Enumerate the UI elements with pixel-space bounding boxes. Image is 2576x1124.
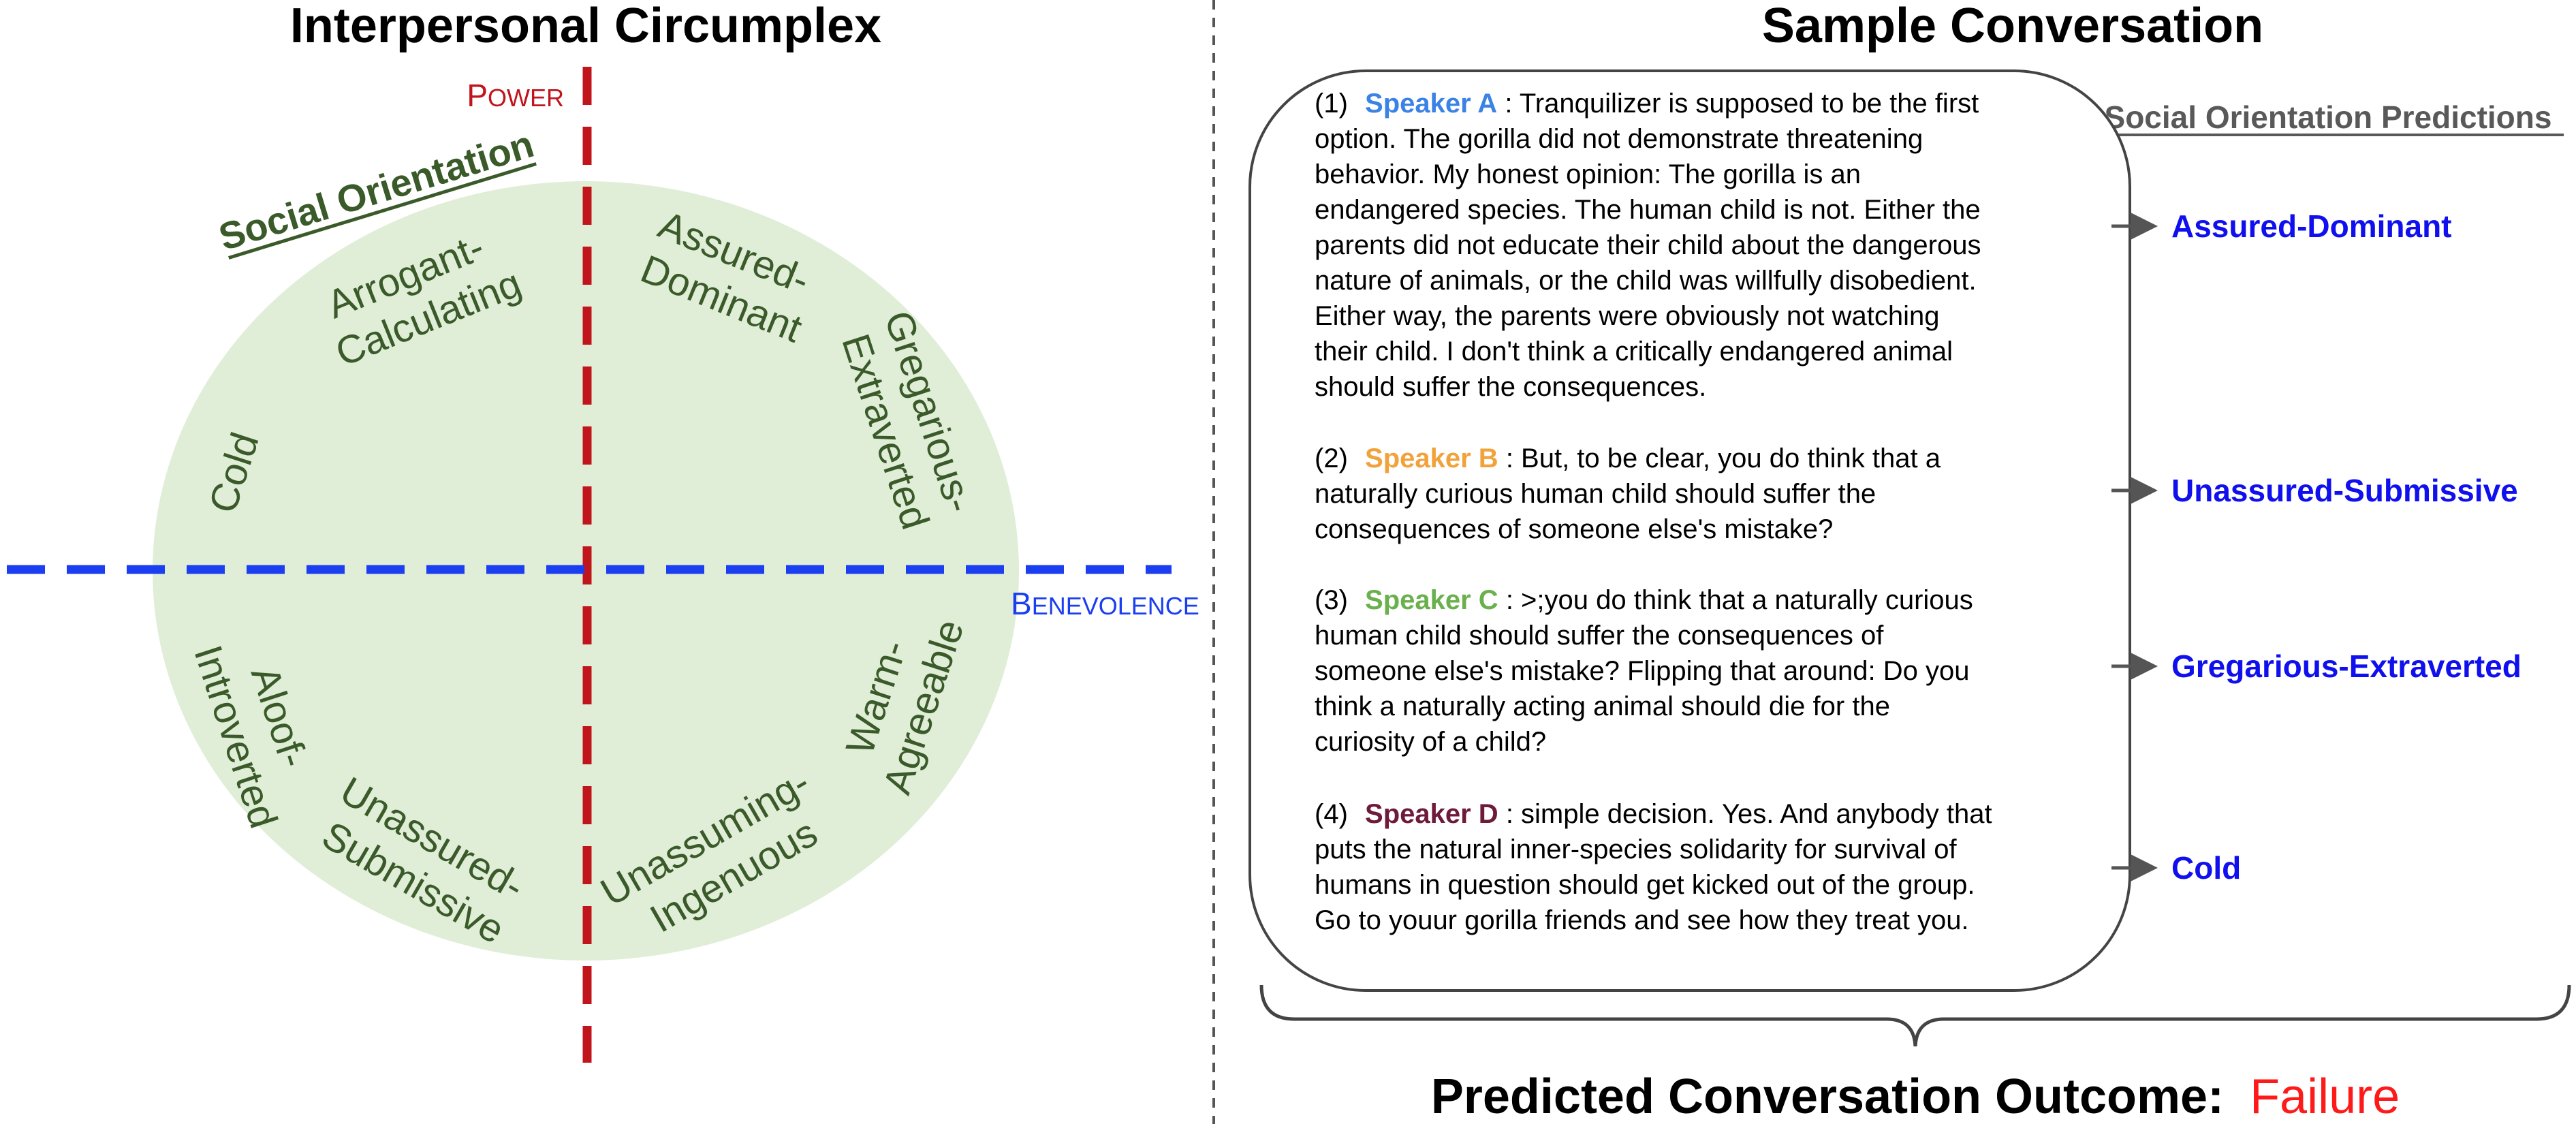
- utterance-3-line-4: think a naturally acting animal should d…: [1315, 691, 1890, 721]
- utterance-4-index: (4): [1315, 799, 1348, 829]
- prediction-4: Cold: [2171, 850, 2241, 886]
- utterance-3-speaker: Speaker C: [1365, 585, 1498, 615]
- utterance-2: (2) Speaker B : But, to be clear, you do…: [1315, 443, 1948, 544]
- prediction-2: Unassured-Submissive: [2171, 473, 2518, 508]
- utterance-4-line-2: puts the natural inner-species solidarit…: [1315, 834, 1958, 864]
- utterance-3: (3) Speaker C : >;you do think that a na…: [1315, 585, 1981, 757]
- utterance-1: (1) Speaker A : Tranquilizer is supposed…: [1315, 89, 1989, 402]
- utterance-3-index: (3): [1315, 585, 1348, 615]
- utterance-4-line-1: : simple decision. Yes. And anybody that: [1506, 799, 1992, 829]
- power-axis-label-initial: P: [467, 78, 488, 113]
- benevolence-axis-label-rest: ENEVOLENCE: [1032, 592, 1199, 620]
- outcome-label: Predicted Conversation Outcome:: [1431, 1070, 2224, 1124]
- utterance-3-line-1: : >;you do think that a naturally curiou…: [1506, 585, 1973, 615]
- circumplex-title: Interpersonal Circumplex: [290, 0, 881, 53]
- prediction-1: Assured-Dominant: [2171, 208, 2451, 244]
- social-orientation-underline: [228, 162, 537, 260]
- curly-brace: [1259, 984, 2571, 1047]
- utterance-3-line-3: someone else's mistake? Flipping that ar…: [1315, 656, 1970, 686]
- utterance-2-speaker: Speaker B: [1365, 443, 1498, 473]
- utterance-1-line-7: Either way, the parents were obviously n…: [1315, 301, 1940, 331]
- utterance-1-line-4: endangered species. The human child is n…: [1315, 195, 1981, 225]
- utterance-4: (4) Speaker D : simple decision. Yes. An…: [1315, 799, 2000, 935]
- utterance-2-line-1: : But, to be clear, you do think that a: [1506, 443, 1941, 473]
- utterance-1-line-8: their child. I don't think a critically …: [1315, 337, 1953, 366]
- utterance-1-index: (1): [1315, 89, 1348, 119]
- utterance-2-line-3: consequences of someone else's mistake?: [1315, 514, 1833, 544]
- utterance-1-line-9: should suffer the consequences.: [1315, 372, 1706, 402]
- power-axis-label-rest: OWER: [488, 84, 564, 112]
- utterance-4-line-4: Go to youur gorilla friends and see how …: [1315, 905, 1969, 935]
- utterance-2-index: (2): [1315, 443, 1348, 473]
- conversation-box: [1248, 69, 2131, 992]
- power-axis-label: POWER: [467, 78, 564, 113]
- utterance-1-line-1: : Tranquilizer is supposed to be the fir…: [1505, 89, 1979, 119]
- outcome-value: Failure: [2250, 1070, 2400, 1124]
- predicted-outcome: Predicted Conversation Outcome: Failure: [1431, 1070, 2400, 1124]
- utterance-1-line-2: option. The gorilla did not demonstrate …: [1315, 124, 1923, 154]
- utterance-1-line-5: parents did not educate their child abou…: [1315, 230, 1981, 260]
- prediction-3: Gregarious-Extraverted: [2171, 649, 2522, 684]
- predictions-header: Social Orientation Predictions: [2105, 99, 2552, 135]
- benevolence-axis-label-initial: B: [1011, 586, 1032, 621]
- utterance-3-line-5: curiosity of a child?: [1315, 727, 1546, 757]
- utterance-1-line-3: behavior. My honest opinion: The gorilla…: [1315, 159, 1861, 189]
- utterance-1-speaker: Speaker A: [1365, 89, 1497, 119]
- benevolence-axis-label: BENEVOLENCE: [1011, 586, 1199, 621]
- conversation-title: Sample Conversation: [1762, 0, 2263, 53]
- utterance-4-speaker: Speaker D: [1365, 799, 1498, 829]
- utterance-2-line-2: naturally curious human child should suf…: [1315, 479, 1876, 509]
- utterance-1-line-6: nature of animals, or the child was will…: [1315, 266, 1977, 296]
- utterance-3-line-2: human child should suffer the consequenc…: [1315, 621, 1884, 651]
- utterance-4-line-3: humans in question should get kicked out…: [1315, 870, 1975, 900]
